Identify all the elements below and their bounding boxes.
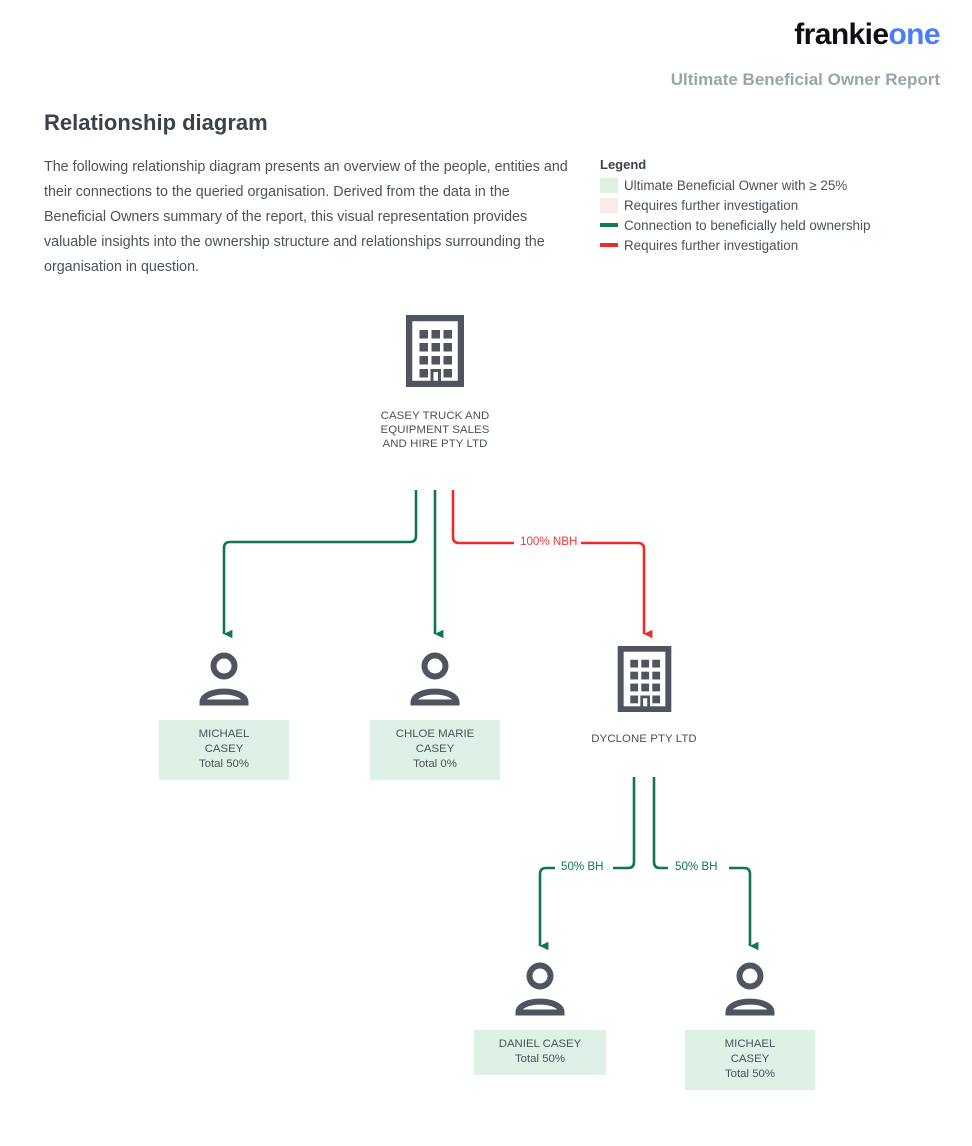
node-daniel-casey-name: DANIEL CASEY — [498, 1038, 582, 1050]
node-dyclone[interactable]: DYCLONE PTY LTD — [554, 646, 734, 746]
building-icon — [406, 315, 464, 387]
legend-swatch-connection-line — [600, 218, 618, 233]
node-chloe-marie-casey-icon-wrap — [355, 650, 515, 706]
logo-primary-text: frankie — [794, 18, 889, 51]
edge-dyclone-michaelcasey2-left — [652, 777, 668, 870]
node-casey-truck[interactable]: CASEY TRUCK AND EQUIPMENT SALES AND HIRE… — [335, 315, 535, 451]
report-title: Ultimate Beneficial Owner Report — [670, 70, 940, 89]
node-chloe-marie-casey-box-wrap: CHLOE MARIE CASEY Total 0% — [355, 720, 515, 780]
legend-label-investigate-fill: Requires further investigation — [624, 197, 799, 213]
node-michael-casey-1-box-wrap: MICHAEL CASEY Total 50% — [144, 720, 304, 780]
node-chloe-marie-casey-name: CHLOE MARIE CASEY — [395, 728, 475, 755]
legend: Legend Ultimate Beneficial Owner with ≥ … — [600, 157, 950, 255]
legend-label-investigate-line: Requires further investigation — [624, 237, 799, 253]
node-michael-casey-1-total: Total 50% — [198, 758, 250, 770]
node-daniel-casey-total: Total 50% — [514, 1053, 566, 1065]
edge-label-50-bh-michael: 50% BH — [671, 860, 722, 873]
legend-swatch-investigate-line — [600, 238, 618, 253]
page-title: Relationship diagram — [44, 110, 268, 135]
node-michael-casey-1-box: MICHAEL CASEY Total 50% — [159, 720, 289, 780]
person-icon — [515, 962, 565, 1016]
intro-paragraph: The following relationship diagram prese… — [44, 159, 568, 275]
node-casey-truck-icon-wrap — [335, 315, 535, 387]
edge-dyclone-danielcasey-right — [538, 866, 555, 951]
edge-caseytruck-dyclone-left — [451, 490, 514, 545]
building-icon — [617, 646, 671, 712]
node-dyclone-icon-wrap — [554, 646, 734, 712]
node-casey-truck-label: CASEY TRUCK AND EQUIPMENT SALES AND HIRE… — [380, 410, 490, 450]
person-icon — [725, 962, 775, 1016]
legend-label-ubo: Ultimate Beneficial Owner with ≥ 25% — [624, 177, 848, 193]
node-michael-casey-2-icon-wrap — [670, 960, 830, 1016]
node-daniel-casey-icon-wrap — [460, 960, 620, 1016]
edge-label-50-bh-daniel: 50% BH — [557, 860, 608, 873]
node-chloe-marie-casey-box: CHLOE MARIE CASEY Total 0% — [370, 720, 500, 780]
node-chloe-marie-casey[interactable]: CHLOE MARIE CASEY Total 0% — [355, 650, 515, 780]
legend-item-investigate-fill: Requires further investigation — [600, 195, 950, 215]
edge-caseytruck-michaelcasey1 — [222, 490, 418, 639]
node-michael-casey-2-box: MICHAEL CASEY Total 50% — [685, 1030, 815, 1090]
node-michael-casey-2-name: MICHAEL CASEY — [724, 1038, 776, 1065]
person-icon — [199, 652, 249, 706]
node-michael-casey-1[interactable]: MICHAEL CASEY Total 50% — [144, 650, 304, 780]
person-icon — [410, 652, 460, 706]
legend-item-connection: Connection to beneficially held ownershi… — [600, 215, 950, 235]
edge-caseytruck-dyclone-right — [581, 541, 653, 639]
node-chloe-marie-casey-total: Total 0% — [413, 758, 457, 770]
legend-item-investigate-line: Requires further investigation — [600, 235, 950, 255]
node-daniel-casey-box-wrap: DANIEL CASEY Total 50% — [460, 1030, 620, 1075]
node-michael-casey-1-name: MICHAEL CASEY — [198, 728, 250, 755]
legend-label-connection: Connection to beneficially held ownershi… — [624, 217, 871, 233]
edge-dyclone-danielcasey-left — [613, 777, 636, 870]
logo-accent-text: one — [888, 18, 940, 51]
node-michael-casey-1-icon-wrap — [144, 650, 304, 706]
edge-label-100-nbh: 100% NBH — [516, 535, 582, 548]
legend-title: Legend — [600, 157, 647, 172]
edge-dyclone-michaelcasey2-right — [729, 866, 759, 951]
legend-item-ubo: Ultimate Beneficial Owner with ≥ 25% — [600, 175, 950, 195]
node-daniel-casey[interactable]: DANIEL CASEY Total 50% — [460, 960, 620, 1075]
node-dyclone-label: DYCLONE PTY LTD — [591, 733, 697, 745]
legend-swatch-investigate-fill — [600, 197, 618, 213]
frankieone-logo: frankieone — [794, 20, 940, 50]
node-michael-casey-2-box-wrap: MICHAEL CASEY Total 50% — [670, 1030, 830, 1090]
node-michael-casey-2[interactable]: MICHAEL CASEY Total 50% — [670, 960, 830, 1090]
legend-swatch-ubo — [600, 177, 618, 193]
node-daniel-casey-box: DANIEL CASEY Total 50% — [474, 1030, 606, 1075]
node-michael-casey-2-total: Total 50% — [724, 1068, 776, 1080]
